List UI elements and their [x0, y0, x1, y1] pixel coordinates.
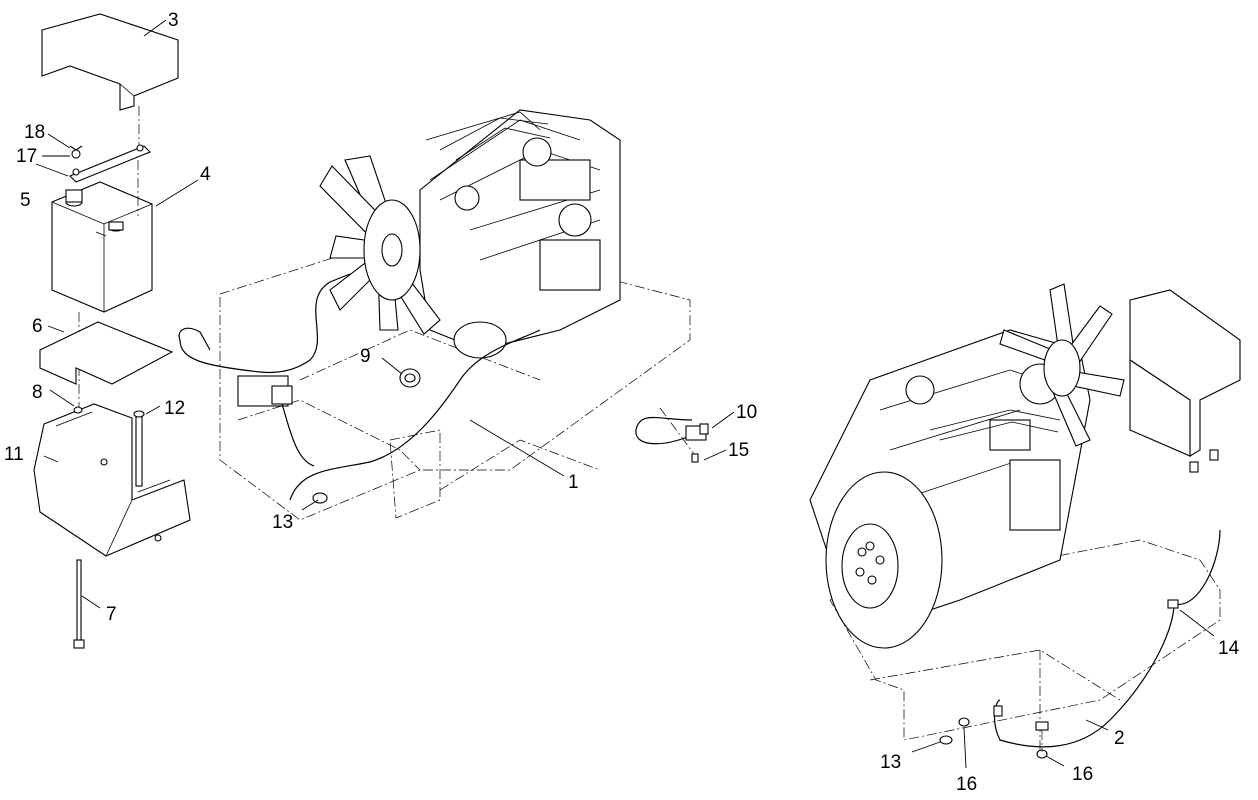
flywheel — [825, 471, 943, 649]
frame-right — [829, 539, 1221, 750]
long-bolt-7 — [73, 559, 85, 649]
callout-13-center: 13 — [272, 512, 293, 533]
battery-cover — [41, 13, 179, 111]
battery-cover-right — [1129, 289, 1241, 473]
callout-10: 10 — [736, 402, 757, 423]
hold-down-bar — [69, 144, 151, 183]
callout-17: 17 — [16, 146, 37, 167]
fan-blades-left — [319, 155, 441, 335]
nut-13-right — [939, 735, 953, 745]
callout-12: 12 — [164, 398, 185, 419]
sensor-harness — [635, 407, 709, 463]
callout-18: 18 — [24, 122, 45, 143]
callout-15: 15 — [728, 440, 749, 461]
callout-8: 8 — [32, 382, 43, 403]
callout-4: 4 — [200, 164, 211, 185]
callout-9: 9 — [360, 346, 371, 367]
engine-left — [419, 109, 621, 359]
wire-harness — [178, 273, 541, 501]
leader-lines — [35, 19, 1215, 769]
washer-16-left — [958, 717, 970, 727]
callout-14: 14 — [1218, 638, 1240, 659]
battery-tray — [33, 403, 191, 557]
callout-1: 1 — [568, 472, 579, 493]
callout-5: 5 — [20, 190, 31, 211]
nut-9 — [399, 368, 421, 388]
battery — [51, 181, 153, 313]
callout-3: 3 — [168, 10, 179, 31]
battery-pad — [39, 321, 174, 385]
fan-blades-right — [999, 283, 1125, 447]
wing-nut — [69, 145, 83, 159]
washer-8 — [73, 406, 83, 414]
callout-2: 2 — [1114, 728, 1125, 749]
callout-13-right: 13 — [880, 752, 901, 773]
callout-7: 7 — [106, 604, 117, 625]
tray-bolt-12 — [133, 410, 145, 487]
callout-16-right: 16 — [1072, 764, 1093, 785]
callout-6: 6 — [32, 316, 43, 337]
callout-11: 11 — [4, 444, 24, 465]
callout-16-left: 16 — [956, 774, 977, 795]
